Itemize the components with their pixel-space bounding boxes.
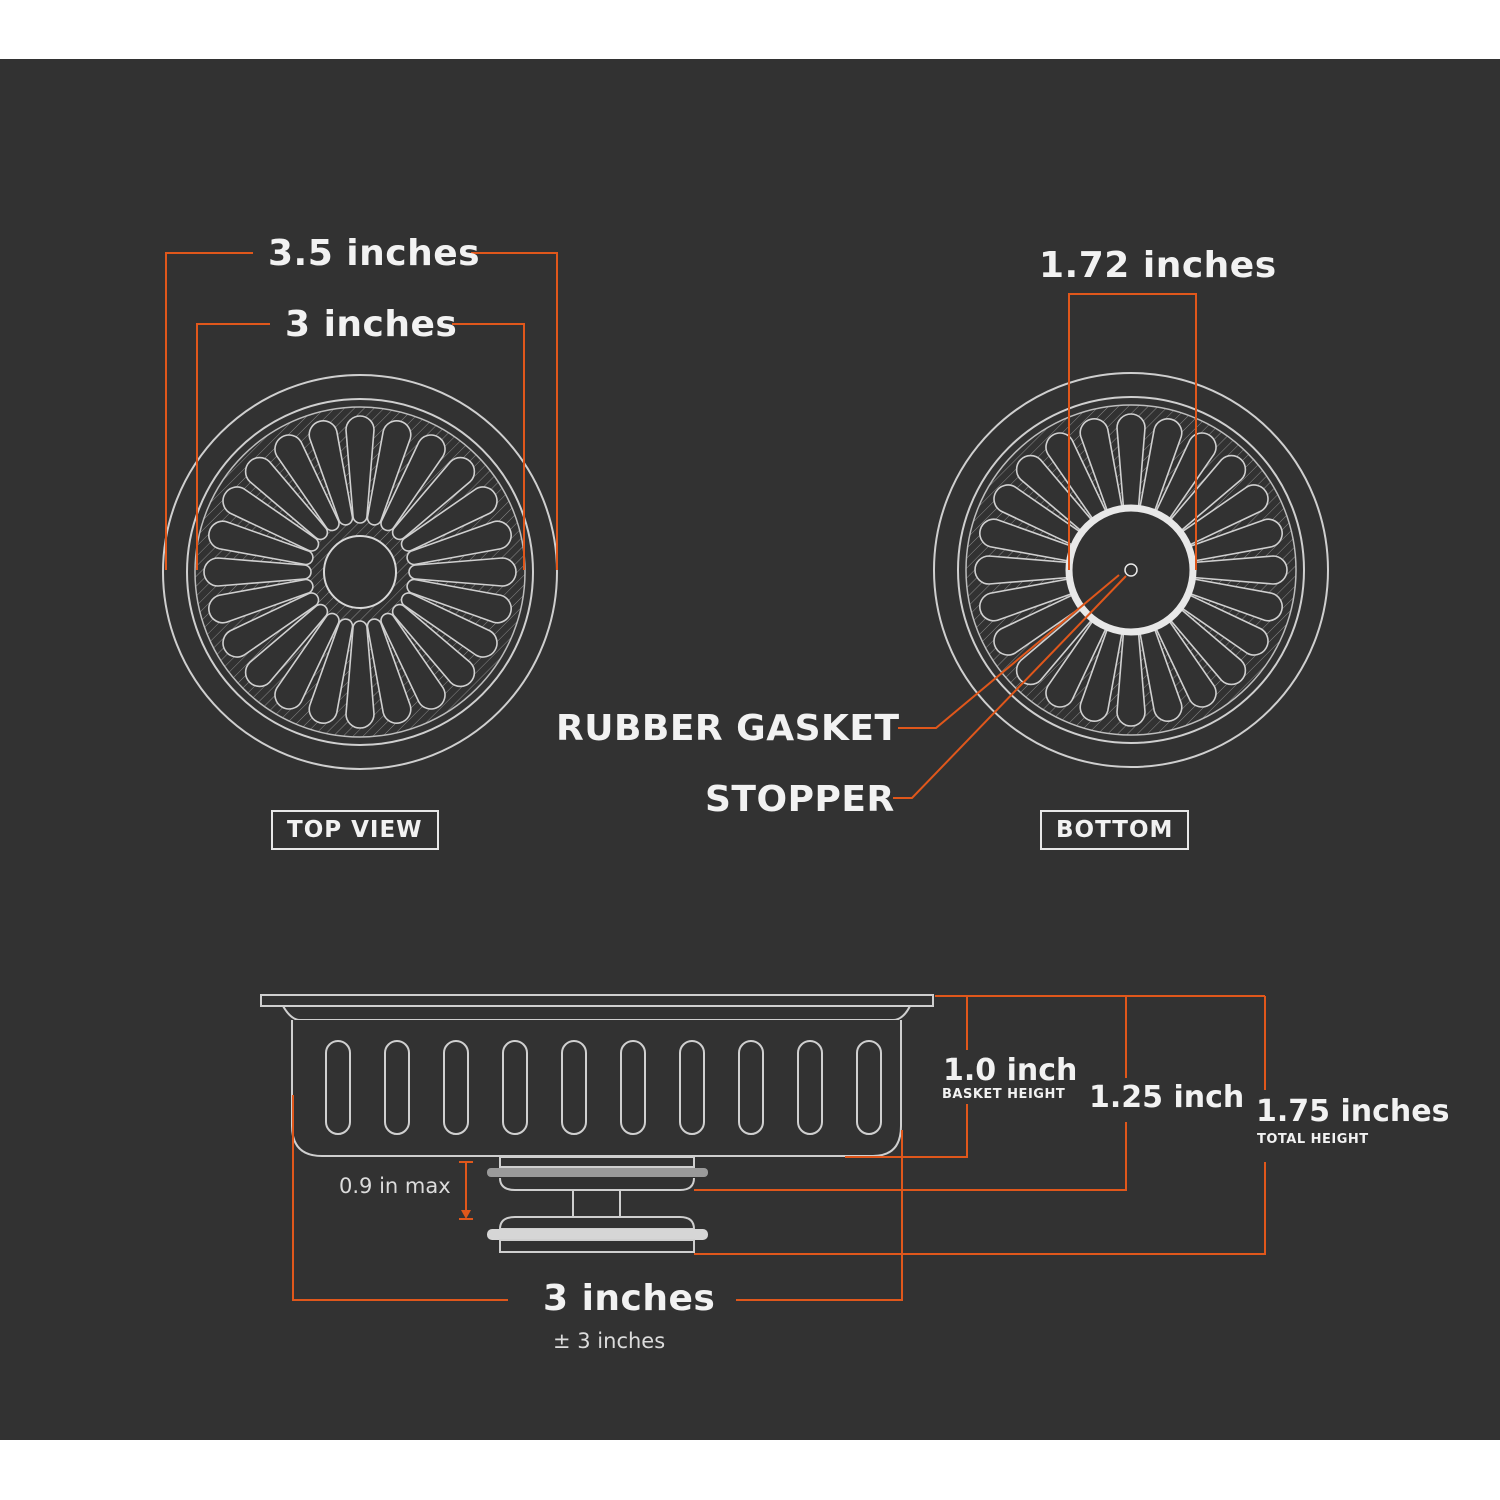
strainer-slot — [274, 612, 340, 710]
side-width-label: 3 inches — [543, 1278, 716, 1319]
rubber-gasket-ring — [1065, 504, 1197, 636]
stopper-label: STOPPER — [705, 779, 895, 820]
rubber-gasket-label: RUBBER GASKET — [556, 708, 900, 749]
strainer-slot — [391, 603, 476, 688]
strainer-slot — [222, 592, 320, 658]
side-view-slots — [325, 1040, 882, 1135]
arrow-down-icon — [461, 1210, 471, 1219]
side-slot — [502, 1040, 528, 1135]
side-slot — [443, 1040, 469, 1135]
side-slot — [325, 1040, 351, 1135]
side-view-dimension-lines — [292, 995, 1266, 1301]
side-view-strainer — [260, 994, 934, 1253]
side-slot — [384, 1040, 410, 1135]
strainer-slot — [345, 620, 375, 729]
strainer-slot — [308, 618, 354, 724]
basket-height-caption: BASKET HEIGHT — [942, 1087, 1066, 1102]
top-view-strainer — [162, 374, 558, 770]
bottom-view-dimension-lines — [893, 293, 1197, 799]
side-slot — [561, 1040, 587, 1135]
top-view-dimension-lines — [165, 252, 558, 570]
strainer-slot — [203, 557, 312, 587]
upper-gasket — [487, 1168, 708, 1177]
top-view-caption: TOP VIEW — [271, 810, 439, 850]
strainer-slot — [274, 434, 340, 532]
strainer-slot — [400, 592, 498, 658]
strainer-slot — [308, 420, 354, 526]
total-height-label: 1.75 inches — [1256, 1094, 1450, 1129]
side-slot — [620, 1040, 646, 1135]
bottom-view-strainer — [933, 372, 1329, 768]
stopper-knob — [1124, 563, 1138, 577]
strainer-slot — [406, 578, 512, 624]
side-width-tolerance: ± 3 inches — [553, 1329, 666, 1353]
side-slot — [797, 1040, 823, 1135]
bottom-caption: BOTTOM — [1040, 810, 1190, 850]
strainer-slot — [366, 618, 412, 724]
strainer-slot — [406, 520, 512, 566]
strainer-slot — [208, 578, 314, 624]
strainer-slot — [391, 456, 476, 541]
stopper-width-label: 1.72 inches — [1039, 245, 1277, 286]
top-view-slots — [203, 415, 517, 729]
strainer-slot — [380, 434, 446, 532]
top-inner-width-label: 3 inches — [285, 304, 458, 345]
height-125-label: 1.25 inch — [1089, 1080, 1245, 1115]
strainer-slot — [408, 557, 517, 587]
bottom-view-slots — [974, 413, 1288, 727]
strainer-slot — [345, 415, 375, 524]
strainer-slot — [366, 420, 412, 526]
stopper-travel-label: 0.9 in max — [339, 1174, 451, 1198]
side-slot — [856, 1040, 882, 1135]
strainer-slot — [208, 520, 314, 566]
side-slot — [738, 1040, 764, 1135]
strainer-slot — [244, 603, 329, 688]
strainer-slot — [244, 456, 329, 541]
strainer-slot — [400, 486, 498, 552]
strainer-slot — [380, 612, 446, 710]
side-slot — [679, 1040, 705, 1135]
strainer-slot — [222, 486, 320, 552]
lower-gasket — [487, 1229, 708, 1240]
total-height-caption: TOTAL HEIGHT — [1257, 1132, 1369, 1147]
dark-panel — [0, 59, 1500, 1440]
basket-height-label: 1.0 inch — [943, 1053, 1078, 1088]
top-outer-width-label: 3.5 inches — [268, 233, 481, 274]
